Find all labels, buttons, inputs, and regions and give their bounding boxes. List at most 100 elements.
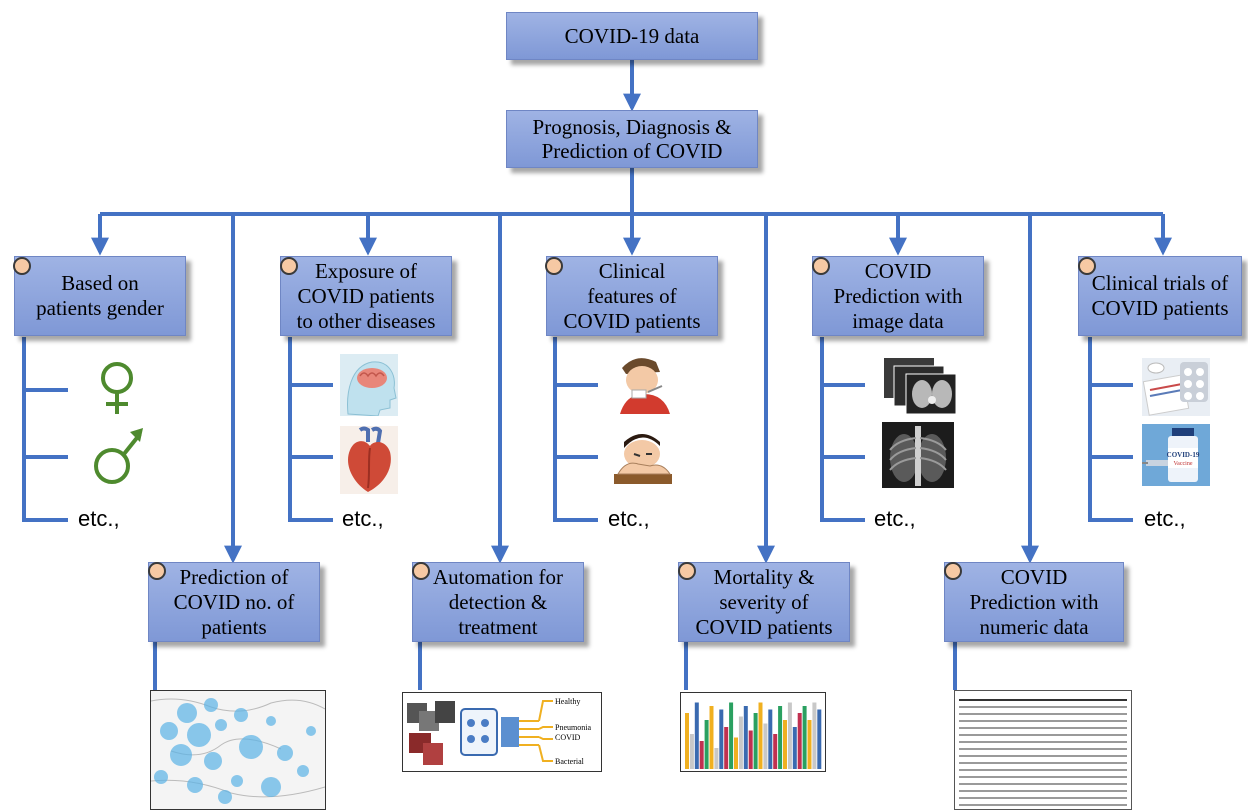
- category-clinical-features: Clinical features of COVID patients: [546, 256, 718, 336]
- category-patient-count-label: Prediction of COVID no. of patients: [173, 564, 295, 639]
- category-exposure-label: Exposure of COVID patients to other dise…: [296, 258, 436, 333]
- diagnosis-node-label: Prognosis, Diagnosis & Prediction of COV…: [532, 115, 732, 163]
- category-automation: Automation for detection & treatment: [412, 562, 584, 642]
- male-symbol-icon: [94, 428, 143, 484]
- thumbnail-table-row: [959, 727, 1127, 729]
- category-clinical-trials-label: Clinical trials of COVID patients: [1091, 271, 1229, 320]
- root-node-label: COVID-19 data: [564, 23, 700, 48]
- thumbnail-bar: [812, 702, 817, 769]
- thumbnail-bar: [758, 702, 763, 769]
- bullet-dot: [13, 257, 31, 275]
- thumbnail-bar: [743, 706, 748, 769]
- bullet-dot: [280, 257, 298, 275]
- brain-icon: [340, 354, 398, 416]
- thumbnail-bar: [783, 720, 787, 769]
- category-numeric-data-label: COVID Prediction with numeric data: [969, 564, 1099, 639]
- category-exposure: Exposure of COVID patients to other dise…: [280, 256, 452, 336]
- diagnosis-node: Prognosis, Diagnosis & Prediction of COV…: [506, 110, 758, 168]
- thumbnail-bar: [719, 709, 724, 769]
- thumbnail-bar: [709, 706, 714, 769]
- thumbnail-table-row: [959, 783, 1127, 785]
- mortality-bar-chart-thumbnail: [680, 692, 826, 772]
- thumbnail-bar: [738, 716, 743, 769]
- category-gender: Based on patients gender: [14, 256, 186, 336]
- thumbnail-bar: [817, 709, 822, 769]
- automation-pipeline-figure: Healthy Pneumonia COVID Bacterial: [402, 692, 602, 772]
- chest-xray-icon: [882, 422, 954, 488]
- thumbnail-bar: [797, 713, 802, 769]
- thumbnail-bar: [724, 727, 729, 769]
- thumbnail-table-row: [959, 706, 1127, 708]
- thumbnail-bar: [807, 720, 812, 769]
- thumbnail-table-row: [959, 713, 1127, 715]
- thumbnail-bar: [714, 748, 719, 769]
- thumbnail-table-row: [959, 720, 1127, 722]
- thumbnail-bar: [699, 741, 704, 769]
- category-clinical-trials: Clinical trials of COVID patients: [1078, 256, 1242, 336]
- thumbnail-bar: [773, 734, 778, 769]
- vaccine-label-line1: COVID-19: [1167, 451, 1200, 459]
- thumbnail-table-row: [959, 748, 1127, 750]
- vaccine-label-line2: Vaccine: [1174, 461, 1193, 467]
- etc-label: etc.,: [342, 506, 384, 531]
- etc-label: etc.,: [1144, 506, 1186, 531]
- bullet-dot: [812, 257, 830, 275]
- coughing-person-icon: [612, 352, 674, 414]
- thumbnail-table-row: [959, 776, 1127, 778]
- sick-person-icon: [612, 428, 674, 490]
- bullet-dot: [148, 562, 166, 580]
- category-automation-label: Automation for detection & treatment: [432, 564, 564, 639]
- category-mortality-label: Mortality & severity of COVID patients: [695, 564, 833, 639]
- category-clinical-features-label: Clinical features of COVID patients: [563, 258, 701, 333]
- category-mortality: Mortality & severity of COVID patients: [678, 562, 850, 642]
- category-numeric-data: COVID Prediction with numeric data: [944, 562, 1124, 642]
- bullet-dot: [678, 562, 696, 580]
- thumbnail-table-row: [959, 762, 1127, 764]
- thumbnail-table-row: [959, 755, 1127, 757]
- female-symbol-icon: [101, 362, 133, 414]
- thumbnail-bar: [694, 702, 699, 769]
- bullet-dot: [545, 257, 563, 275]
- thumbnail-bar: [802, 706, 807, 769]
- class-label-pneumonia: Pneumonia: [555, 723, 591, 732]
- category-image-data: COVID Prediction with image data: [812, 256, 984, 336]
- etc-label: etc.,: [608, 506, 650, 531]
- thumbnail-bar: [753, 713, 758, 769]
- class-label-healthy: Healthy: [555, 697, 580, 706]
- etc-label: etc.,: [78, 506, 120, 531]
- bullet-dot: [944, 562, 962, 580]
- thumbnail-bar: [704, 720, 709, 769]
- numeric-data-table-thumbnail: [954, 690, 1132, 810]
- thumbnail-bar: [768, 709, 773, 769]
- thumbnail-bar: [763, 723, 768, 769]
- thumbnail-bar: [787, 702, 792, 769]
- class-label-bacterial: Bacterial: [555, 757, 585, 766]
- root-node: COVID-19 data: [506, 12, 758, 60]
- bullet-dot: [412, 562, 430, 580]
- pills-icon: [1142, 358, 1210, 416]
- thumbnail-bar: [748, 730, 753, 769]
- thumbnail-table-row: [959, 797, 1127, 799]
- lung-ct-icon: [882, 356, 958, 416]
- thumbnail-table-row: [959, 741, 1127, 743]
- class-label-covid: COVID: [555, 733, 581, 742]
- vaccine-vial-icon: COVID-19 Vaccine: [1142, 424, 1210, 486]
- etc-label: etc.,: [874, 506, 916, 531]
- world-map-thumbnail: [150, 690, 326, 810]
- thumbnail-table-row: [959, 769, 1127, 771]
- thumbnail-table-row: [959, 734, 1127, 736]
- thumbnail-bar: [792, 727, 797, 769]
- thumbnail-bar: [685, 713, 689, 769]
- heart-icon: [340, 426, 398, 494]
- category-patient-count: Prediction of COVID no. of patients: [148, 562, 320, 642]
- category-image-data-label: COVID Prediction with image data: [833, 258, 963, 333]
- thumbnail-bar: [778, 706, 783, 769]
- thumbnail-bar: [729, 702, 734, 769]
- thumbnail-table-row: [959, 790, 1127, 792]
- thumbnail-bar: [734, 737, 738, 769]
- thumbnail-bar: [689, 734, 694, 769]
- category-gender-label: Based on patients gender: [36, 271, 164, 320]
- thumbnail-table-row: [959, 804, 1127, 806]
- thumbnail-table-row: [959, 699, 1127, 701]
